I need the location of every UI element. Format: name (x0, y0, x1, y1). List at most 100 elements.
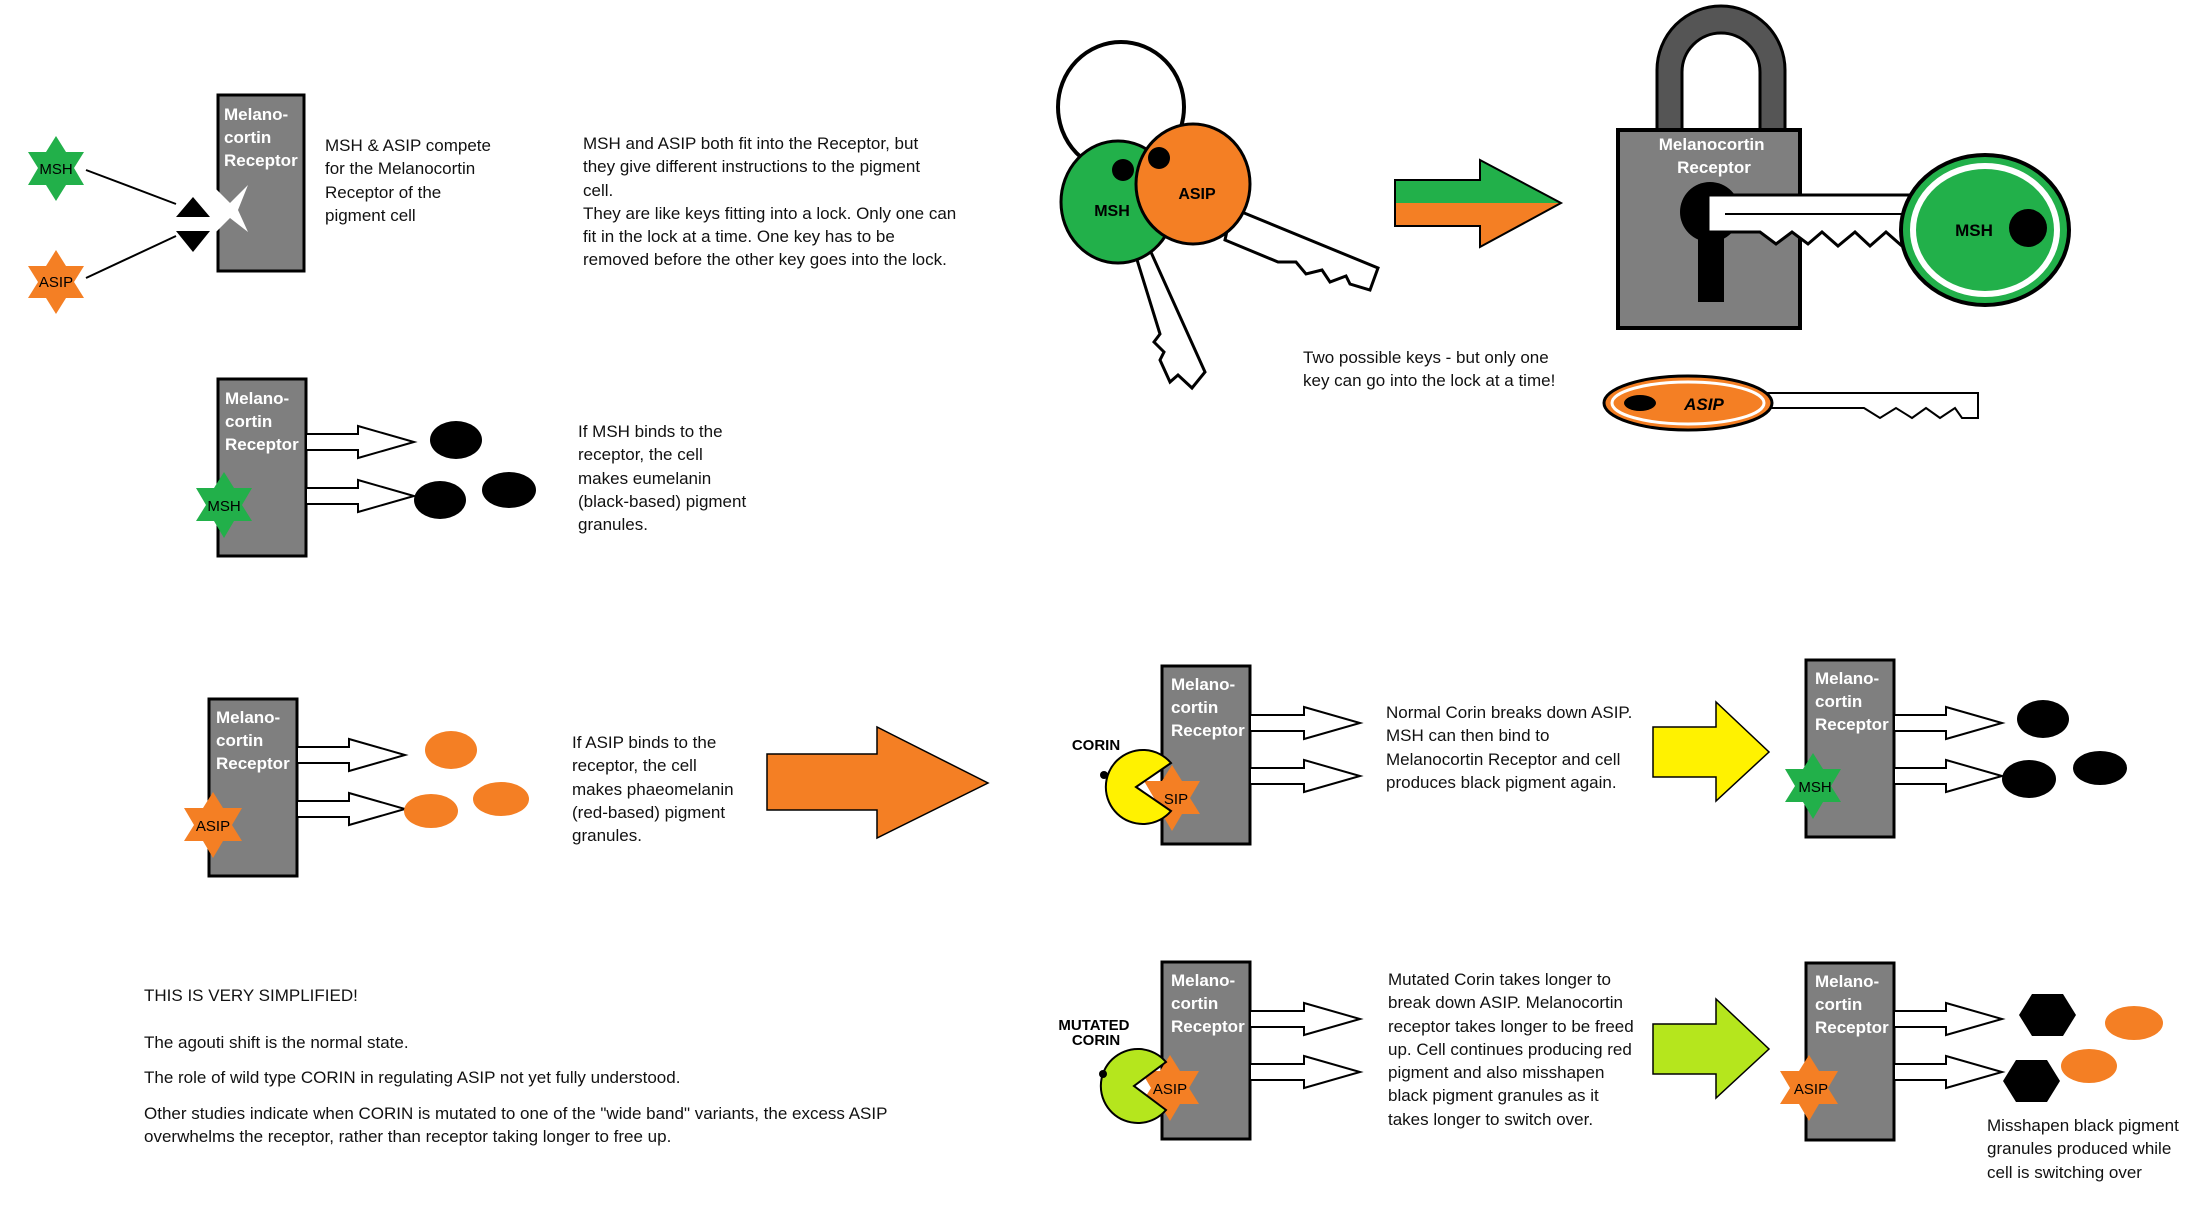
panel-compete: Melano- cortin Receptor MSH ASIP (28, 93, 306, 314)
output-arrow (1249, 1001, 1364, 1037)
misshapen-eumelanin-granule (2019, 994, 2076, 1036)
mutated-corin-text: Mutated Corin takes longer to break down… (1388, 968, 1634, 1131)
text-line: Two possible keys - but only one (1303, 348, 1549, 367)
output-arrow (1249, 758, 1364, 794)
msh-key-hole (1112, 159, 1134, 181)
asip-molecule (1780, 1055, 1838, 1121)
arrowhead-up (176, 197, 210, 217)
msh-key-hole (2009, 209, 2047, 247)
text-line: break down ASIP. Melanocortin (1388, 993, 1623, 1013)
text-line: Melanocortin Receptor and cell (1386, 749, 1621, 769)
msh-molecule (1785, 753, 1841, 819)
receptor-body (216, 377, 308, 558)
panel-mixed-pigment: Melano- cortin Receptor ASIP (1780, 961, 2163, 1142)
text-line: Receptor of the (325, 182, 442, 202)
phaeomelanin-granule (425, 731, 477, 769)
misshapen-eumelanin-granule (2003, 1060, 2060, 1102)
text-line: Misshapen black pigment (1987, 1116, 2179, 1135)
text-line: MSH can then bind to (1386, 726, 1550, 746)
msh-label: MSH (39, 161, 72, 178)
padlock-receptor-label: Melanocortin Receptor (1659, 135, 1770, 177)
text-line: key can go into the lock at a time! (1303, 371, 1556, 391)
msh-molecule (196, 472, 252, 538)
msh-key-head-in-lock (1899, 153, 2071, 307)
receptor-label: Melano- cortin Receptor (1815, 669, 1889, 734)
text-line: produces black pigment again. (1386, 772, 1617, 792)
phaeomelanin-granule (2105, 1006, 2163, 1040)
text-line: makes eumelanin (578, 468, 712, 488)
corin-label: CORIN (1072, 737, 1120, 754)
text-line: (red-based) pigment (572, 802, 726, 822)
asip-label-partial: SIP (1164, 791, 1188, 808)
note-corin-role: The role of wild type CORIN in regulatin… (144, 1068, 681, 1087)
asip-molecule (184, 792, 242, 858)
asip-key-hole (1624, 395, 1656, 411)
text-line: They are like keys fitting into a lock. … (583, 203, 957, 223)
text-line: Other studies indicate when CORIN is mut… (144, 1104, 888, 1123)
asip-key-head-rim (1610, 380, 1766, 426)
text-line: If ASIP binds to the (572, 733, 717, 752)
asip-binds-text: If ASIP binds to the receptor, the cell … (572, 731, 734, 847)
phaeomelanin-granule (2061, 1049, 2117, 1083)
output-arrow (1893, 705, 2006, 741)
asip-arrow-line (85, 235, 177, 279)
text-line: takes longer to switch over. (1388, 1109, 1594, 1129)
msh-molecule (28, 136, 84, 201)
eumelanin-granule (2017, 700, 2069, 738)
msh-key-label: MSH (1094, 203, 1130, 220)
text-line: (black-based) pigment (578, 491, 747, 511)
text-line: fit in the lock at a time. One key has t… (583, 227, 895, 247)
asip-key-label: ASIP (1178, 186, 1216, 203)
panel-mutated-corin: Melano- cortin Receptor ASIP MUTATED COR… (1058, 960, 1364, 1141)
msh-label: MSH (207, 498, 240, 515)
text-line: pigment and also misshapen (1388, 1063, 1605, 1083)
phaeomelanin-granule (404, 794, 458, 828)
asip-key-label: ASIP (1683, 395, 1724, 414)
eumelanin-granule (2073, 751, 2127, 785)
asip-label: ASIP (1153, 1081, 1187, 1098)
text-line: MSH and ASIP both fit into the Receptor,… (583, 134, 919, 153)
eumelanin-granule (430, 421, 482, 459)
compete-text: MSH & ASIP compete for the Melanocortin … (325, 134, 491, 227)
msh-key-blade (1131, 248, 1207, 391)
output-arrow (1893, 1001, 2006, 1037)
receptor-label: Melano- cortin Receptor (1171, 971, 1245, 1036)
text-line: pigment cell (325, 205, 416, 225)
receptor-label: Melano- cortin Receptor (1171, 675, 1245, 740)
text-line: If MSH binds to the (578, 422, 723, 441)
mutated-corin-eye (1099, 1070, 1107, 1078)
text-line: up. Cell continues producing red (1388, 1039, 1632, 1059)
output-arrow (1893, 1054, 2006, 1090)
mutated-corin-label: MUTATED CORIN (1058, 1017, 1133, 1049)
mutated-corin-enzyme (1099, 1048, 1168, 1124)
text-line: cell. (583, 180, 614, 200)
asip-key-hole (1148, 147, 1170, 169)
receptor-label: Melano- cortin Receptor (224, 105, 298, 170)
msh-arrow-line (85, 169, 177, 205)
panel-msh-binds: Melano- cortin Receptor MSH (196, 377, 536, 558)
text-line: granules. (572, 826, 642, 846)
text-line: granules. (578, 515, 648, 535)
receptor-body (207, 697, 299, 878)
arrowhead-down (176, 231, 210, 252)
asip-key-head (1602, 374, 1774, 432)
text-line: granules produced while (1987, 1139, 2172, 1159)
output-arrow (1249, 1054, 1364, 1090)
msh-label: MSH (1798, 779, 1831, 796)
corin-eye (1100, 771, 1108, 779)
keys-to-lock-arrow (1394, 158, 1564, 249)
text-line: Mutated Corin takes longer to (1388, 970, 1612, 989)
text-line: receptor takes longer to be freed (1388, 1016, 1634, 1036)
text-line: receptor, the cell (572, 756, 697, 776)
msh-binds-text: If MSH binds to the receptor, the cell m… (578, 420, 746, 536)
asip-key-head (1134, 122, 1252, 246)
note-other-studies: Other studies indicate when CORIN is mut… (144, 1102, 887, 1149)
msh-key-label: MSH (1955, 221, 1993, 240)
output-arrow (305, 424, 418, 460)
receptor-label: Melano- cortin Receptor (216, 708, 290, 773)
text-line: black pigment granules as it (1388, 1086, 1599, 1106)
text-line: removed before the other key goes into t… (583, 250, 947, 270)
asip-label: ASIP (39, 274, 73, 291)
receptor-body (1804, 961, 1896, 1142)
